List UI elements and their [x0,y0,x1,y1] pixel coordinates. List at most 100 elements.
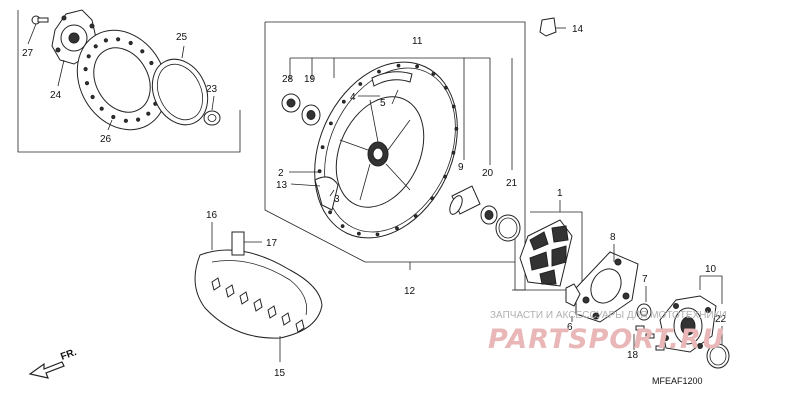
oring-22 [706,343,730,369]
disc-hole [123,118,129,123]
disc-hole [116,37,121,42]
disc-hole [136,117,141,122]
callout-6: 6 [567,322,573,333]
bearing-19 [301,104,321,126]
tire-tread-block [295,319,305,333]
rim-rivet [396,63,401,68]
rim-rivet [431,72,436,76]
tire-tread-block [225,284,235,298]
callout-18: 18 [627,350,639,361]
callout-28: 28 [282,74,294,85]
watermark-subtitle: ЗАПЧАСТИ И АКСЕССУАРЫ ДЛЯ МОТОТЕХНИКИ [490,310,727,321]
callout-1: 1 [557,188,563,199]
callout-19: 19 [304,74,316,85]
callout-10: 10 [705,264,717,275]
disc-hole [83,67,88,72]
rim-rivet [377,69,381,74]
rim-rivet [395,226,399,231]
watermark-brand: PARTSPORT.RU [488,324,725,355]
callout-8: 8 [610,232,616,243]
callout-27: 27 [22,48,34,59]
callout-22: 22 [715,314,727,325]
rim-rivet [329,121,333,126]
tire-valve [314,176,339,211]
bearing-28 [281,93,301,113]
rim-rivet [451,104,456,109]
callout-13: 13 [276,180,288,191]
rim-rivet [413,214,418,218]
rim-rivet [444,85,448,90]
watermark: ЗАПЧАСТИ И АКСЕССУАРЫ ДЛЯ МОТОТЕХНИКИ PA… [488,310,727,355]
bearing-20 [480,205,498,225]
callout-23: 23 [206,84,218,95]
rim-rivet [430,196,435,201]
callout-20: 20 [482,168,494,179]
brake-disc-group [17,9,241,153]
collar-23 [203,110,221,126]
bolt-27 [31,15,49,25]
rim-rivet [341,99,346,104]
callout-9: 9 [458,162,464,173]
disc-ring-25 [151,58,209,126]
callout-4: 4 [350,92,356,103]
rim-rivet [340,224,345,229]
rim-rivet [451,150,456,155]
disc-hole [90,94,95,100]
sprocket-flange-8 [575,251,639,323]
callout-2: 2 [278,168,284,179]
tire-tread-block [253,298,263,312]
rim-rivet [454,126,459,131]
callout-17: 17 [266,238,278,249]
rim-rivet [415,64,420,69]
axle-spacer-9 [449,185,481,215]
disc-hole [93,44,98,49]
rim-rivet [317,169,322,174]
tire-assembly [194,222,323,362]
callout-7: 7 [642,274,648,285]
nut-6 [565,283,581,307]
rim-rivet [357,231,361,236]
disc-hole [140,49,145,54]
disc-hole [103,38,109,43]
disc-hole [146,111,151,116]
disc-hole [99,106,104,111]
rim-rivet [375,232,380,237]
disc-hole [84,81,90,86]
collar-7 [636,303,652,321]
diagram-code: MFEAF1200 [652,376,703,386]
rim-rivet [358,82,363,86]
callout-24: 24 [50,90,62,101]
brake-disc-26 [76,29,168,131]
callout-labels: 27 24 26 25 23 11 28 19 4 5 9 20 21 2 13… [22,24,727,379]
tire-tread-block [239,291,249,305]
disc-hole [128,40,133,46]
damper-rubbers-1 [519,219,573,287]
callout-15: 15 [274,368,286,379]
direction-label: FR. [59,347,78,363]
callout-21: 21 [506,178,518,189]
callout-16: 16 [206,210,218,221]
rim-rivet [320,145,325,150]
wheel-assembly [264,21,526,291]
rear-wheel-rim [314,61,459,239]
rim-rivet [443,174,448,179]
balance-weight [371,71,413,87]
callout-11: 11 [412,36,423,47]
stud-bolts-18 [635,325,665,351]
disc-hole [111,114,116,120]
rim-rivet [328,210,333,215]
oring-21 [495,214,521,242]
tire-tread-block [267,305,277,319]
callout-5: 5 [380,98,386,109]
nut-14 [539,17,566,37]
front-direction-arrow: FR. [28,347,78,379]
callout-14: 14 [572,24,584,35]
tire-tread-block [211,277,221,291]
tire-tread-block [281,312,291,326]
callout-26: 26 [100,134,112,145]
callout-12: 12 [404,286,416,297]
callout-25: 25 [176,32,188,43]
callout-3: 3 [334,194,340,205]
driven-flange-group [633,275,730,369]
